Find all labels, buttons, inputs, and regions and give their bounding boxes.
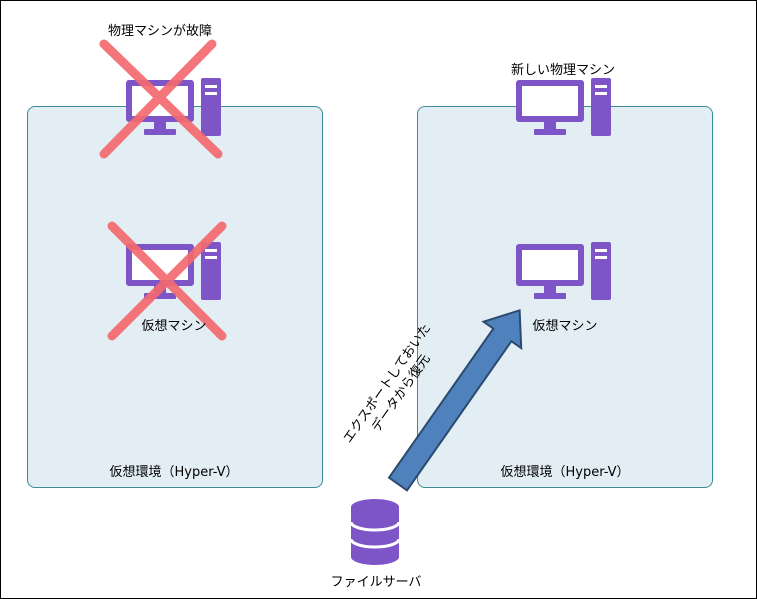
- left-env-label: 仮想環境（Hyper-V）: [109, 465, 239, 480]
- new-physical-computer-icon: [516, 78, 611, 136]
- file-server-label: ファイルサーバ: [330, 575, 422, 590]
- vm-failure-cross-icon: [107, 221, 227, 341]
- restored-vm-computer-icon: [516, 242, 611, 300]
- left-vm-label: 仮想マシン: [141, 319, 207, 334]
- new-physical-machine-label: 新しい物理マシン: [510, 63, 616, 78]
- failed-physical-machine-label: 物理マシンが故障: [107, 24, 213, 39]
- right-env-label: 仮想環境（Hyper-V）: [500, 465, 630, 480]
- physical-failure-cross-icon: [99, 39, 223, 159]
- right-vm-label: 仮想マシン: [532, 319, 598, 334]
- left-virtual-env-box: [27, 106, 323, 488]
- file-server-database-icon: [349, 499, 401, 565]
